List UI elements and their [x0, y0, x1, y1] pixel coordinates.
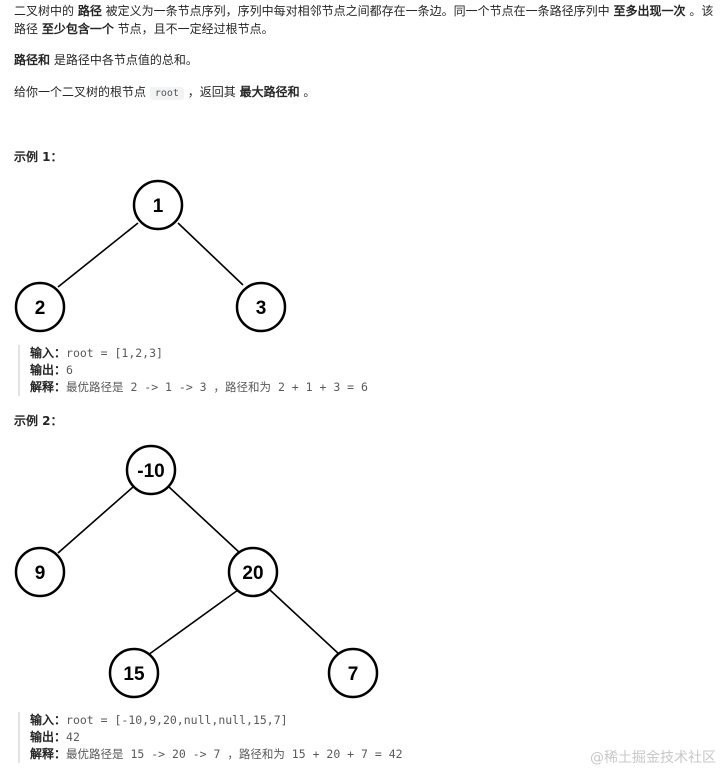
- path-sum-definition: 路径和 是路径中各节点值的总和。: [14, 53, 198, 67]
- example1-output-line: 输出：6: [30, 363, 73, 377]
- edge-neg10-9: [57, 486, 134, 554]
- example2-tree-diagram: -10 9 20 15 7: [14, 444, 379, 699]
- example1-explanation-line: 解释：最优路径是 2 -> 1 -> 3 ，路径和为 2 + 1 + 3 = 6: [30, 380, 368, 394]
- svg-text:20: 20: [242, 563, 263, 584]
- problem-description-line2: 路径 至少包含一个 节点，且不一定经过根节点。: [14, 22, 274, 36]
- edge-neg10-20: [168, 486, 241, 554]
- tree-node: 3: [235, 281, 287, 333]
- example2-input-line: 输入：root = [-10,9,20,null,null,15,7]: [30, 713, 288, 727]
- edge-1-2: [57, 222, 139, 288]
- example1-title: 示例 1：: [14, 150, 63, 164]
- svg-text:9: 9: [35, 563, 46, 584]
- example2-explanation-line: 解释：最优路径是 15 -> 20 -> 7 ，路径和为 15 + 20 + 7…: [30, 747, 403, 761]
- edge-20-15: [147, 589, 239, 656]
- term-path: 路径: [77, 4, 102, 18]
- example1-io-block: 输入：root = [1,2,3] 输出：6 解释：最优路径是 2 -> 1 -…: [18, 345, 368, 396]
- tree-node: 1: [132, 179, 184, 231]
- watermark-text: @稀土掘金技术社区: [590, 750, 716, 766]
- svg-text:15: 15: [123, 664, 145, 685]
- svg-text:3: 3: [256, 298, 267, 319]
- svg-text:1: 1: [153, 196, 164, 217]
- example1-tree-diagram: 1 2 3: [14, 179, 287, 333]
- tree-node: 7: [327, 647, 379, 699]
- edge-20-7: [269, 589, 341, 656]
- svg-text:2: 2: [35, 298, 46, 319]
- tree-node: 9: [14, 546, 66, 598]
- example2-io-block: 输入：root = [-10,9,20,null,null,15,7] 输出：4…: [18, 712, 403, 763]
- example2-output-line: 输出：42: [30, 730, 80, 744]
- term-max-path-sum: 最大路径和: [239, 85, 300, 99]
- tree-node: -10: [125, 444, 177, 496]
- term-at-most-once: 至多出现一次: [613, 4, 686, 18]
- edge-1-3: [177, 222, 244, 286]
- example2-title: 示例 2：: [14, 414, 63, 428]
- tree-node: 2: [14, 281, 66, 333]
- tree-node: 15: [108, 647, 160, 699]
- tree-node: 20: [227, 546, 279, 598]
- svg-text:7: 7: [348, 664, 359, 685]
- svg-text:-10: -10: [137, 461, 164, 482]
- root-code: root: [149, 87, 184, 100]
- task-statement: 给你一个二叉树的根节点 root ，返回其 最大路径和 。: [14, 85, 316, 100]
- problem-description-line1: 二叉树中的 路径 被定义为一条节点序列，序列中每对相邻节点之间都存在一条边。同一…: [14, 4, 714, 18]
- term-path-sum: 路径和: [14, 53, 51, 67]
- example1-input-line: 输入：root = [1,2,3]: [30, 346, 163, 360]
- term-at-least-one: 至少包含一个: [41, 22, 114, 36]
